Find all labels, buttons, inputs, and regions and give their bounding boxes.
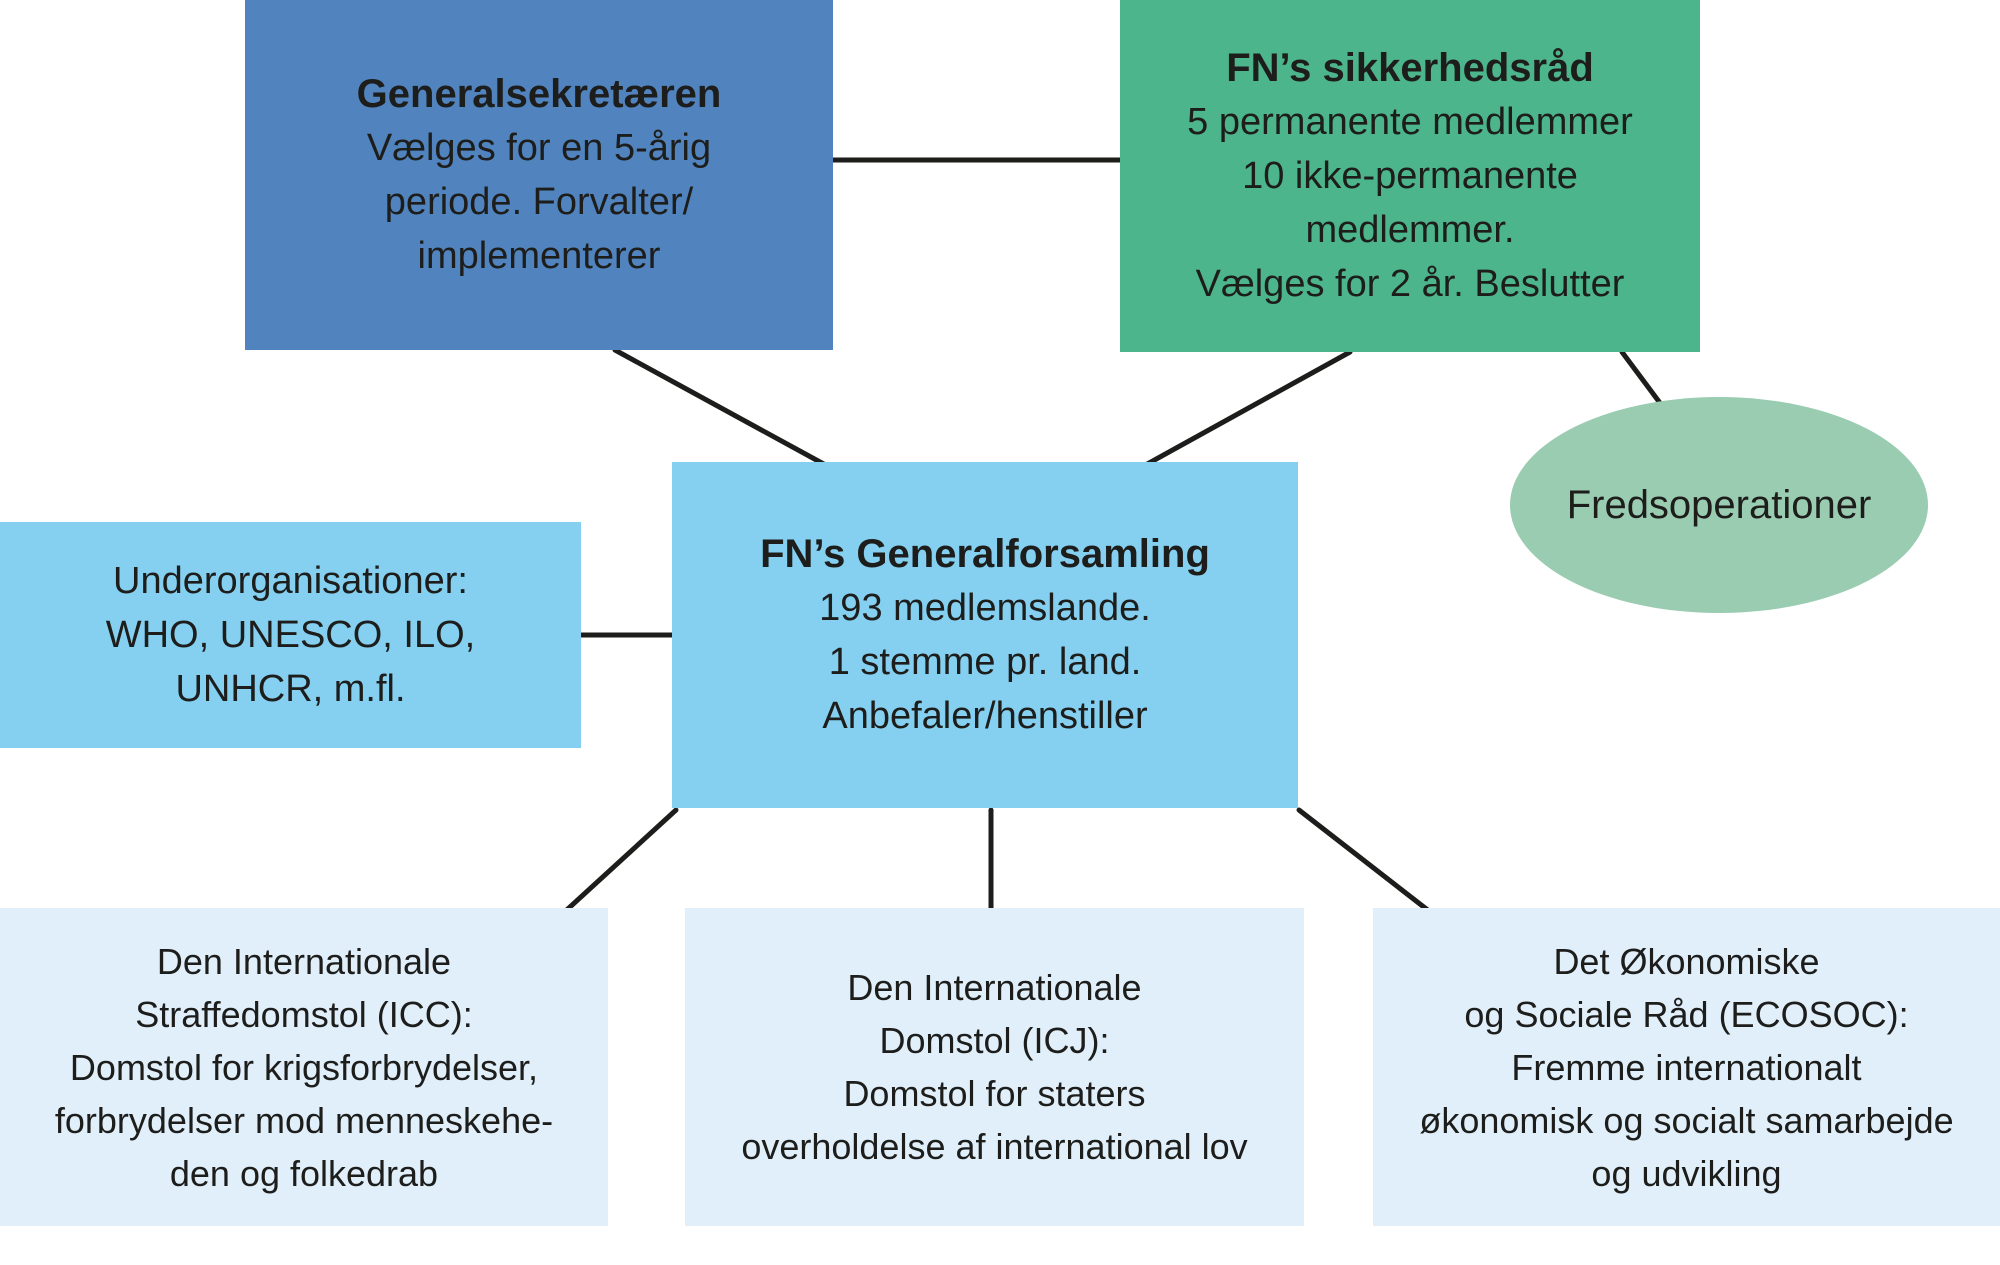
box-icc-text: Den Internationale Straffedomstol (ICC):… <box>54 940 554 1194</box>
box-icj: Den Internationale Domstol (ICJ): Domsto… <box>685 908 1304 1226</box>
box-underorganisationer: Underorganisationer: WHO, UNESCO, ILO, U… <box>0 522 581 748</box>
box-sikkerhedsraad: FN’s sikkerhedsråd 5 permanente medlemme… <box>1120 0 1700 352</box>
box-generalforsamling-title: FN’s Generalforsamling <box>760 532 1210 576</box>
ellipse-fredsoperationer-text: Fredsoperationer <box>1566 483 1872 527</box>
connector-sc-ga <box>1137 349 1353 471</box>
box-ecosoc-text: Det Økonomiske og Sociale Råd (ECOSOC): … <box>1419 940 1954 1194</box>
box-generalsekretaeren-text: Vælges for en 5-årig periode. Forvalter/… <box>366 127 712 277</box>
box-generalforsamling-text: 193 medlemslande. 1 stemme pr. land. Anb… <box>819 587 1151 737</box>
box-sikkerhedsraad-text: 5 permanente medlemmer 10 ikke-permanent… <box>1187 101 1633 305</box>
box-underorganisationer-text: Underorganisationer: WHO, UNESCO, ILO, U… <box>105 560 476 710</box>
box-generalforsamling: FN’s Generalforsamling 193 medlemslande.… <box>672 462 1298 808</box>
box-generalsekretaeren: Generalsekretæren Vælges for en 5-årig p… <box>245 0 833 350</box>
connector-sc-peace <box>1619 349 1666 410</box>
box-generalsekretaeren-title: Generalsekretæren <box>356 72 722 116</box>
box-ecosoc: Det Økonomiske og Sociale Råd (ECOSOC): … <box>1373 908 2000 1226</box>
box-icc: Den Internationale Straffedomstol (ICC):… <box>0 908 608 1226</box>
connector-gs-ga <box>612 347 834 471</box>
ellipse-fredsoperationer: Fredsoperationer <box>1510 397 1928 613</box>
box-icj-text: Den Internationale Domstol (ICJ): Domsto… <box>741 967 1248 1167</box>
box-sikkerhedsraad-title: FN’s sikkerhedsråd <box>1226 46 1594 90</box>
